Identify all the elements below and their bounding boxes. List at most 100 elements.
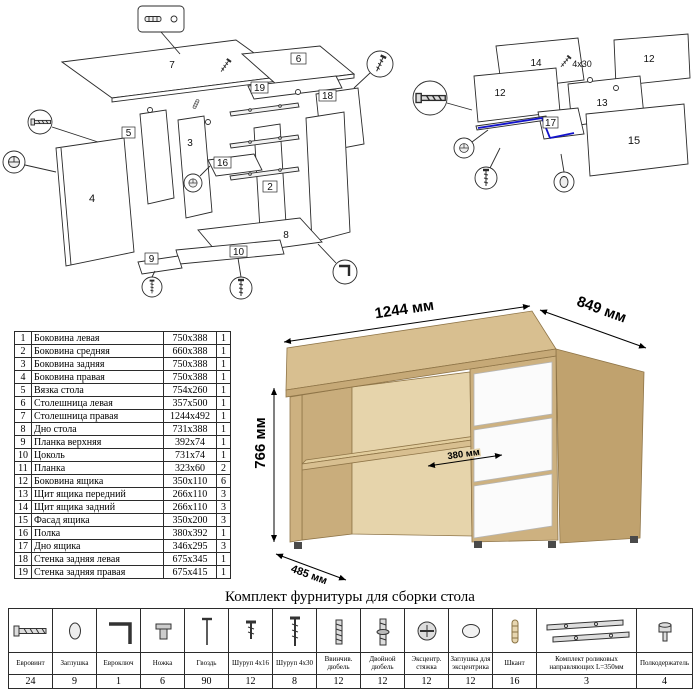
part-size: 754x260 [163, 383, 217, 397]
part-name: Столешница правая [31, 409, 164, 423]
part-size: 675x345 [163, 552, 217, 566]
part-name: Боковина задняя [31, 357, 164, 371]
part-size: 266x110 [163, 500, 217, 514]
part-label: 16 [217, 158, 229, 169]
hw-name: Заглушка [52, 652, 97, 675]
part-qty: 1 [216, 409, 231, 423]
part-label: 14 [530, 58, 542, 69]
part-qty: 3 [216, 513, 231, 527]
hw-name: Шкант [492, 652, 537, 675]
part-label: 6 [296, 54, 302, 65]
part-num: 2 [14, 344, 32, 358]
part-label: 4 [89, 193, 95, 205]
part-num: 5 [14, 383, 32, 397]
part-qty: 1 [216, 396, 231, 410]
hw-qty: 90 [184, 674, 229, 689]
desk-right-side [555, 348, 645, 544]
part-name: Стенка задняя правая [31, 565, 164, 579]
hw-name: Ножка [140, 652, 185, 675]
hw-name: Шуруп 4x16 [228, 652, 273, 675]
part-qty: 6 [216, 474, 231, 488]
hw-qty: 9 [52, 674, 97, 689]
nail-icon [201, 617, 212, 645]
part-labels: 7 6 19 18 4 5 3 16 2 8 10 9 [89, 52, 337, 265]
part-label: 17 [545, 118, 557, 129]
part-label: 18 [322, 91, 334, 102]
hexkey-detail-icon [332, 259, 358, 285]
part-size: 350x200 [163, 513, 217, 527]
part-num: 12 [14, 474, 32, 488]
part-size: 323x60 [163, 461, 217, 475]
hw-qty: 12 [448, 674, 493, 689]
hw-name: Заглушка для эксцентрика [448, 652, 493, 675]
desk-top-front-edge [285, 348, 557, 398]
part-label: 19 [254, 83, 266, 94]
shelf-pin-icon [658, 621, 671, 641]
dim-width-label: 1244 мм [374, 297, 436, 322]
part-num: 8 [14, 422, 32, 436]
exploded-diagram-drawer: 14 12 12 13 17 15 4x30 [412, 33, 691, 193]
desk-illustration: 1244 мм 849 мм 766 мм 380 мм 485 мм [252, 293, 647, 587]
part-label: 5 [126, 128, 132, 139]
hw-icon-cell [52, 608, 97, 653]
part-num: 7 [14, 409, 32, 423]
drawer-slide-rails [229, 102, 300, 181]
part-label: 3 [187, 138, 193, 149]
hw-name: Комплект роликовых направляющих L=350мм [536, 652, 637, 675]
part-name: Планка верхняя [31, 435, 164, 449]
part-size: 731x74 [163, 448, 217, 462]
part-qty: 1 [216, 331, 231, 345]
part-size: 731x388 [163, 422, 217, 436]
hw-qty: 1 [96, 674, 141, 689]
euroscrew-icon [13, 625, 46, 636]
part-name: Столешница левая [31, 396, 164, 410]
part-name: Боковина ящика [31, 474, 164, 488]
drawer-front-1[interactable] [473, 361, 553, 427]
part-qty: 3 [216, 487, 231, 501]
part-name: Стенка задняя левая [31, 552, 164, 566]
hw-name: Шуруп 4x30 [272, 652, 317, 675]
panel-right [305, 111, 351, 243]
hw-icon-cell [360, 608, 405, 653]
hexkey-icon [108, 621, 132, 644]
slide-path-highlight [477, 117, 575, 139]
drawer-panel-12-right [613, 33, 691, 87]
callouts [2, 5, 394, 300]
part-size: 750x388 [163, 370, 217, 384]
panel-5 [139, 109, 175, 205]
part-qty: 3 [216, 539, 231, 553]
hw-icon-cell [448, 608, 493, 653]
part-size: 675x415 [163, 565, 217, 579]
drawer-front-3[interactable] [473, 473, 553, 539]
part-label: 15 [628, 135, 640, 147]
hw-name: Ввинчив. дюбель [316, 652, 361, 675]
hw-qty: 12 [316, 674, 361, 689]
hw-icon-cell [536, 608, 637, 653]
part-size: 350x110 [163, 474, 217, 488]
hw-icon-cell [8, 608, 53, 653]
part-qty: 1 [216, 526, 231, 540]
part-name: Вязка стола [31, 383, 164, 397]
hw-name: Двойной дюбель [360, 652, 405, 675]
desk-left-panel-edge [289, 394, 303, 543]
part-size: 660x388 [163, 344, 217, 358]
hw-icon-cell [272, 608, 317, 653]
hw-qty: 12 [404, 674, 449, 689]
part-num: 9 [14, 435, 32, 449]
part-qty: 3 [216, 500, 231, 514]
part-num: 6 [14, 396, 32, 410]
part-num: 4 [14, 370, 32, 384]
hw-qty: 16 [492, 674, 537, 689]
drawer-callouts [412, 54, 619, 193]
